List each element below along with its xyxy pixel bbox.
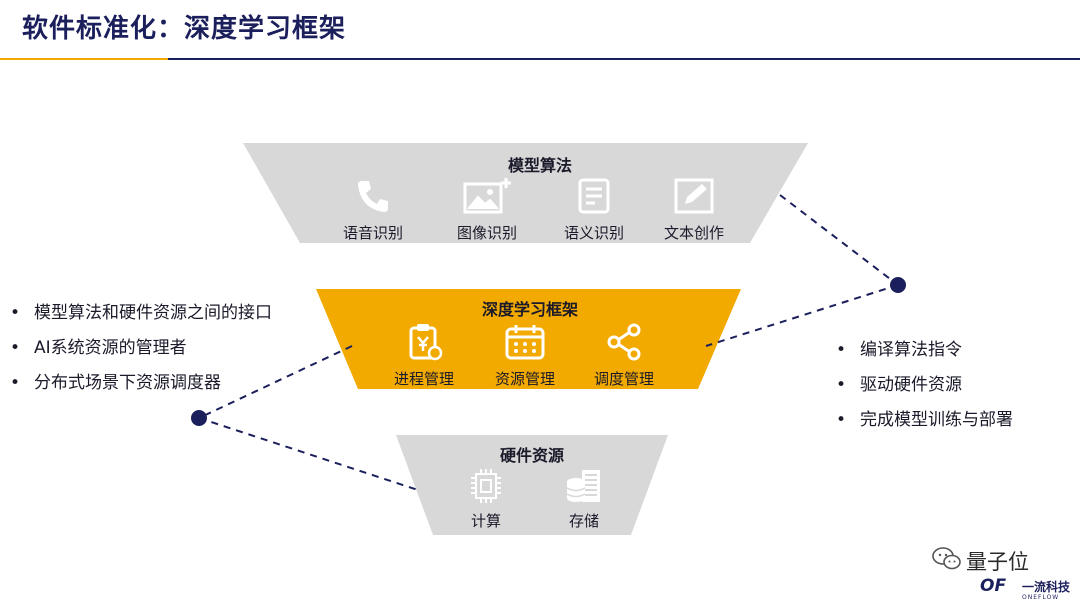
model-item-semantic: 语义识别 — [549, 176, 639, 243]
framework-item-scheduling: 调度管理 — [579, 322, 669, 389]
right-notes-list: 编译算法指令 驱动硬件资源 完成模型训练与部署 — [836, 335, 1013, 440]
model-item-image: 图像识别 — [442, 176, 532, 243]
framework-item-process: 进程管理 — [379, 322, 469, 389]
edit-icon — [674, 178, 714, 214]
connector-left-mid — [198, 345, 353, 419]
tier-middle-shape — [316, 289, 741, 389]
hardware-item-label: 存储 — [568, 512, 599, 530]
clipboard-yen-icon — [409, 324, 443, 361]
chip-icon — [471, 469, 501, 503]
connector-dot-left — [191, 410, 207, 426]
model-item-writing: 文本创作 — [649, 176, 739, 243]
model-item-label: 文本创作 — [663, 224, 724, 242]
hardware-item-storage: 存储 — [539, 468, 629, 531]
framework-item-label: 资源管理 — [494, 370, 555, 388]
right-note: 编译算法指令 — [836, 335, 1013, 360]
tier-top-title: 模型算法 — [507, 156, 572, 175]
image-icon — [463, 178, 511, 214]
left-notes-list: 模型算法和硬件资源之间的接口 AI系统资源的管理者 分布式场景下资源调度器 — [10, 298, 272, 403]
phone-icon — [358, 181, 388, 212]
model-item-label: 图像识别 — [456, 224, 517, 242]
watermark-text: 量子位 — [966, 550, 1029, 574]
document-icon — [578, 178, 610, 214]
page-title: 软件标准化：深度学习框架 — [22, 14, 347, 44]
left-note: 分布式场景下资源调度器 — [10, 368, 272, 393]
left-note: AI系统资源的管理者 — [10, 333, 272, 358]
right-note: 完成模型训练与部署 — [836, 405, 1013, 430]
model-item-label: 语义识别 — [563, 224, 624, 242]
title-rule-navy — [168, 58, 1080, 60]
framework-item-resource: 资源管理 — [480, 322, 570, 389]
tier-top-shape — [243, 143, 808, 243]
hardware-item-compute: 计算 — [441, 468, 531, 531]
model-item-label: 语音识别 — [342, 224, 403, 242]
wechat-logo-icon — [932, 547, 961, 570]
hardware-item-label: 计算 — [470, 512, 501, 530]
model-item-speech: 语音识别 — [328, 176, 418, 243]
title-rule-gold — [0, 58, 168, 60]
framework-item-label: 调度管理 — [593, 370, 654, 388]
connector-dot-right — [890, 277, 906, 293]
connector-right-top — [779, 194, 899, 286]
connector-left-bottom — [198, 417, 419, 491]
tier-middle-title: 深度学习框架 — [481, 300, 578, 319]
share-icon — [607, 323, 641, 361]
framework-item-label: 进程管理 — [393, 370, 454, 388]
right-note: 驱动硬件资源 — [836, 370, 1013, 395]
calendar-icon — [505, 325, 545, 360]
tier-bottom-title: 硬件资源 — [499, 446, 564, 465]
tier-bottom-shape — [396, 435, 668, 535]
brand-name-cn: 一流科技 — [1022, 580, 1071, 594]
brand-logo-mark: OF — [980, 576, 1007, 596]
storage-icon — [566, 470, 600, 502]
left-note: 模型算法和硬件资源之间的接口 — [10, 298, 272, 323]
brand-name-en: ONEFLOW — [1022, 594, 1060, 601]
